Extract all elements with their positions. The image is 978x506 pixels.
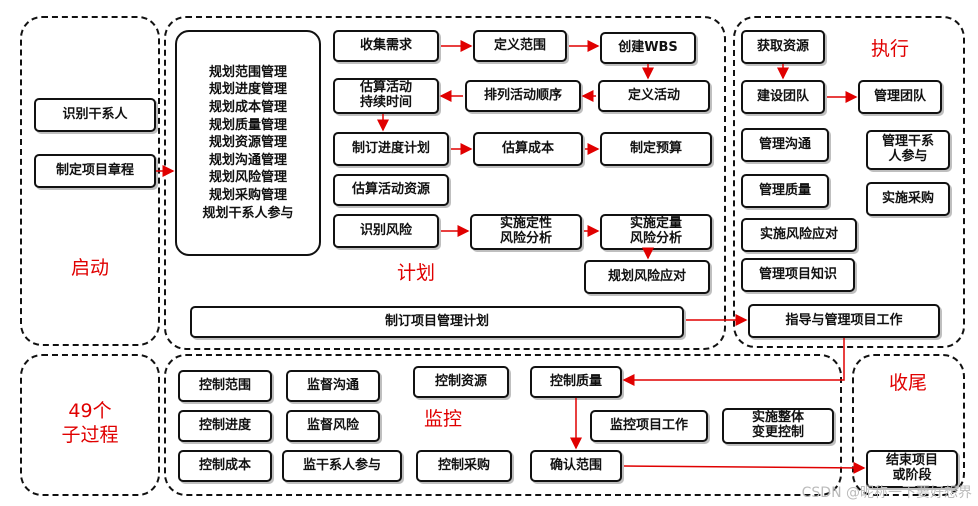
watermark: CSDN @昵称一下要好想界: [801, 485, 972, 501]
monitor-communications-box: 监督沟通: [286, 370, 380, 402]
estimate-durations-box: 估算活动 持续时间: [333, 78, 439, 114]
plan-risk-responses-box: 规划风险应对: [584, 260, 710, 294]
create-wbs-box: 创建WBS: [600, 32, 696, 64]
control-quality-box: 控制质量: [530, 366, 622, 398]
identify-risks-box: 识别风险: [333, 214, 439, 248]
determine-budget-box: 制定预算: [600, 132, 712, 166]
control-resources-box: 控制资源: [413, 366, 509, 398]
manage-communications-box: 管理沟通: [741, 128, 829, 162]
estimate-costs-box: 估算成本: [473, 132, 583, 166]
plan-list-item: 规划沟通管理: [208, 152, 287, 168]
develop-schedule-box: 制订进度计划: [333, 132, 449, 166]
define-scope-box: 定义范围: [473, 30, 567, 62]
control-costs-box: 控制成本: [178, 450, 272, 482]
planning-management-list: 规划范围管理规划进度管理规划成本管理规划质量管理规划资源管理规划沟通管理规划风险…: [175, 30, 321, 256]
develop-charter-box: 制定项目章程: [34, 154, 156, 188]
validate-scope-box: 确认范围: [530, 450, 622, 482]
identify-stakeholders-box: 识别干系人: [34, 98, 156, 132]
process-count-label: 49个 子过程: [61, 400, 119, 446]
plan-list-item: 规划成本管理: [208, 100, 287, 116]
control-scope-box: 控制范围: [178, 370, 272, 402]
executing-group: [733, 16, 965, 348]
define-activities-box: 定义活动: [598, 80, 710, 112]
monitor-stakeholder-engagement-box: 监干系人参与: [282, 450, 402, 482]
develop-pm-plan-box: 制订项目管理计划: [190, 306, 684, 338]
plan-list-item: 规划采购管理: [208, 187, 287, 203]
monitor-work-box: 监控项目工作: [590, 410, 708, 442]
monitoring-label: 监控: [423, 408, 462, 430]
plan-list-item: 规划范围管理: [208, 64, 287, 80]
qualitative-risk-box: 实施定性 风险分析: [470, 214, 582, 250]
control-procurements-box: 控制采购: [416, 450, 512, 482]
initiating-group: [20, 16, 160, 346]
control-schedule-box: 控制进度: [178, 410, 272, 442]
estimate-resources-box: 估算活动资源: [333, 174, 449, 206]
implement-risk-responses-box: 实施风险应对: [741, 218, 857, 252]
count-group: [20, 354, 160, 496]
monitor-risks-box: 监督风险: [286, 410, 380, 442]
acquire-resources-box: 获取资源: [741, 30, 825, 64]
planning-group: [164, 16, 726, 350]
manage-team-box: 管理团队: [858, 80, 942, 114]
plan-list-item: 规划进度管理: [208, 82, 287, 98]
collect-requirements-box: 收集需求: [333, 30, 439, 62]
direct-manage-work-box: 指导与管理项目工作: [748, 304, 940, 338]
quantitative-risk-box: 实施定量 风险分析: [600, 214, 712, 250]
monitoring-group: [164, 354, 842, 496]
initiating-label: 启动: [70, 257, 109, 279]
planning-label: 计划: [396, 262, 435, 284]
manage-stakeholder-engagement-box: 管理干系 人参与: [866, 130, 950, 170]
manage-knowledge-box: 管理项目知识: [741, 258, 855, 292]
sequence-activities-box: 排列活动顺序: [465, 80, 581, 112]
plan-list-item: 规划干系人参与: [202, 205, 294, 221]
plan-list-item: 规划资源管理: [208, 135, 287, 151]
plan-list-item: 规划风险管理: [208, 170, 287, 186]
closing-label: 收尾: [888, 372, 927, 394]
conduct-procurements-box: 实施采购: [866, 182, 950, 216]
close-project-box: 结束项目 或阶段: [866, 450, 958, 488]
develop-team-box: 建设团队: [741, 80, 825, 114]
manage-quality-box: 管理质量: [741, 174, 829, 208]
plan-list-item: 规划质量管理: [208, 117, 287, 133]
integrated-change-control-box: 实施整体 变更控制: [722, 408, 834, 444]
closing-group: [852, 354, 965, 496]
executing-label: 执行: [870, 38, 909, 60]
